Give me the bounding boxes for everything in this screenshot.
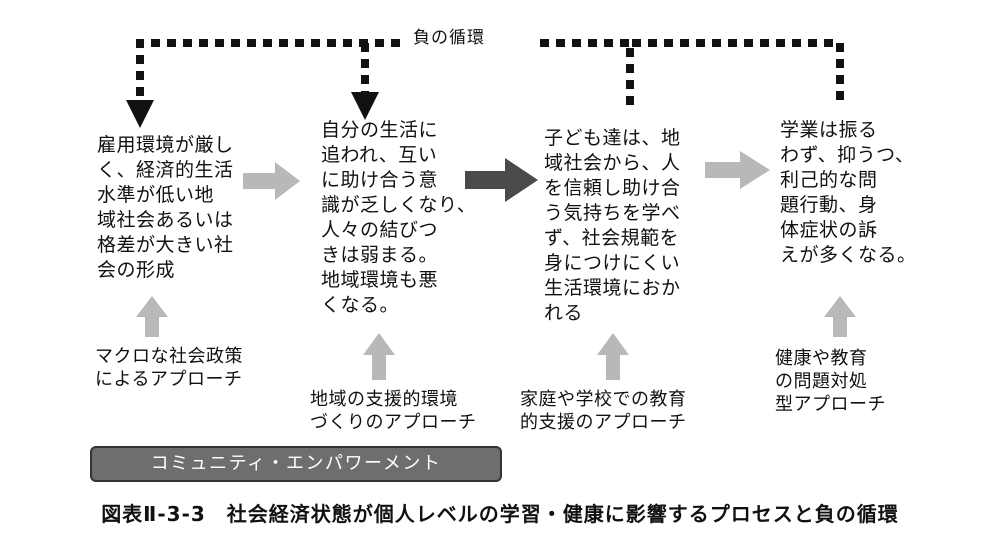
approach-macro-policy: マクロな社会政策 によるアプローチ [95, 346, 243, 390]
negative-cycle-dotted-loop [136, 39, 844, 105]
arrow-box2-to-box3 [465, 158, 538, 202]
process-box-3: 子ども達は、地 域社会から、人 を信頼し助け合 う気持ちを学べ ず、社会規範を … [544, 127, 681, 324]
arrow-approach2-up [363, 333, 395, 380]
loop-arrowhead-box2 [351, 92, 379, 120]
arrow-box1-to-box2 [243, 162, 300, 200]
loop-segment-left [136, 39, 400, 105]
negative-cycle-label: 負の循環 [413, 28, 485, 48]
arrow-box3-to-box4 [705, 151, 770, 189]
arrow-approach4-up [824, 296, 856, 337]
arrow-approach1-up [136, 296, 168, 337]
process-box-2: 自分の生活に 追われ、互い に助け合う意 識が乏しくなり、 人々の結びつ きは弱… [321, 119, 477, 316]
process-box-1: 雇用環境が厳し く、経済的生活 水準が低い地 域社会あるいは 格差が大きい社 会… [97, 134, 234, 281]
community-empowerment-bar: コミュニティ・エンパワーメント [90, 446, 502, 482]
process-box-4: 学業は振る わず、抑うつ、 利己的な問 題行動、身 体症状の訴 えが多くなる。 [780, 119, 917, 266]
approach-community-support: 地域の支援的環境 づくりのアプローチ [310, 389, 477, 433]
loop-segment-right [626, 39, 844, 105]
figure-caption: 図表Ⅱ-3-3 社会経済状態が個人レベルの学習・健康に影響するプロセスと負の循環 [101, 502, 899, 526]
approach-educational-support: 家庭や学校での教育 的支援のアプローチ [520, 389, 687, 433]
arrow-approach3-up [597, 333, 629, 380]
approach-problem-coping: 健康や教育 の問題対処 型アプローチ [775, 348, 886, 415]
loop-arrowhead-box1 [126, 100, 154, 128]
